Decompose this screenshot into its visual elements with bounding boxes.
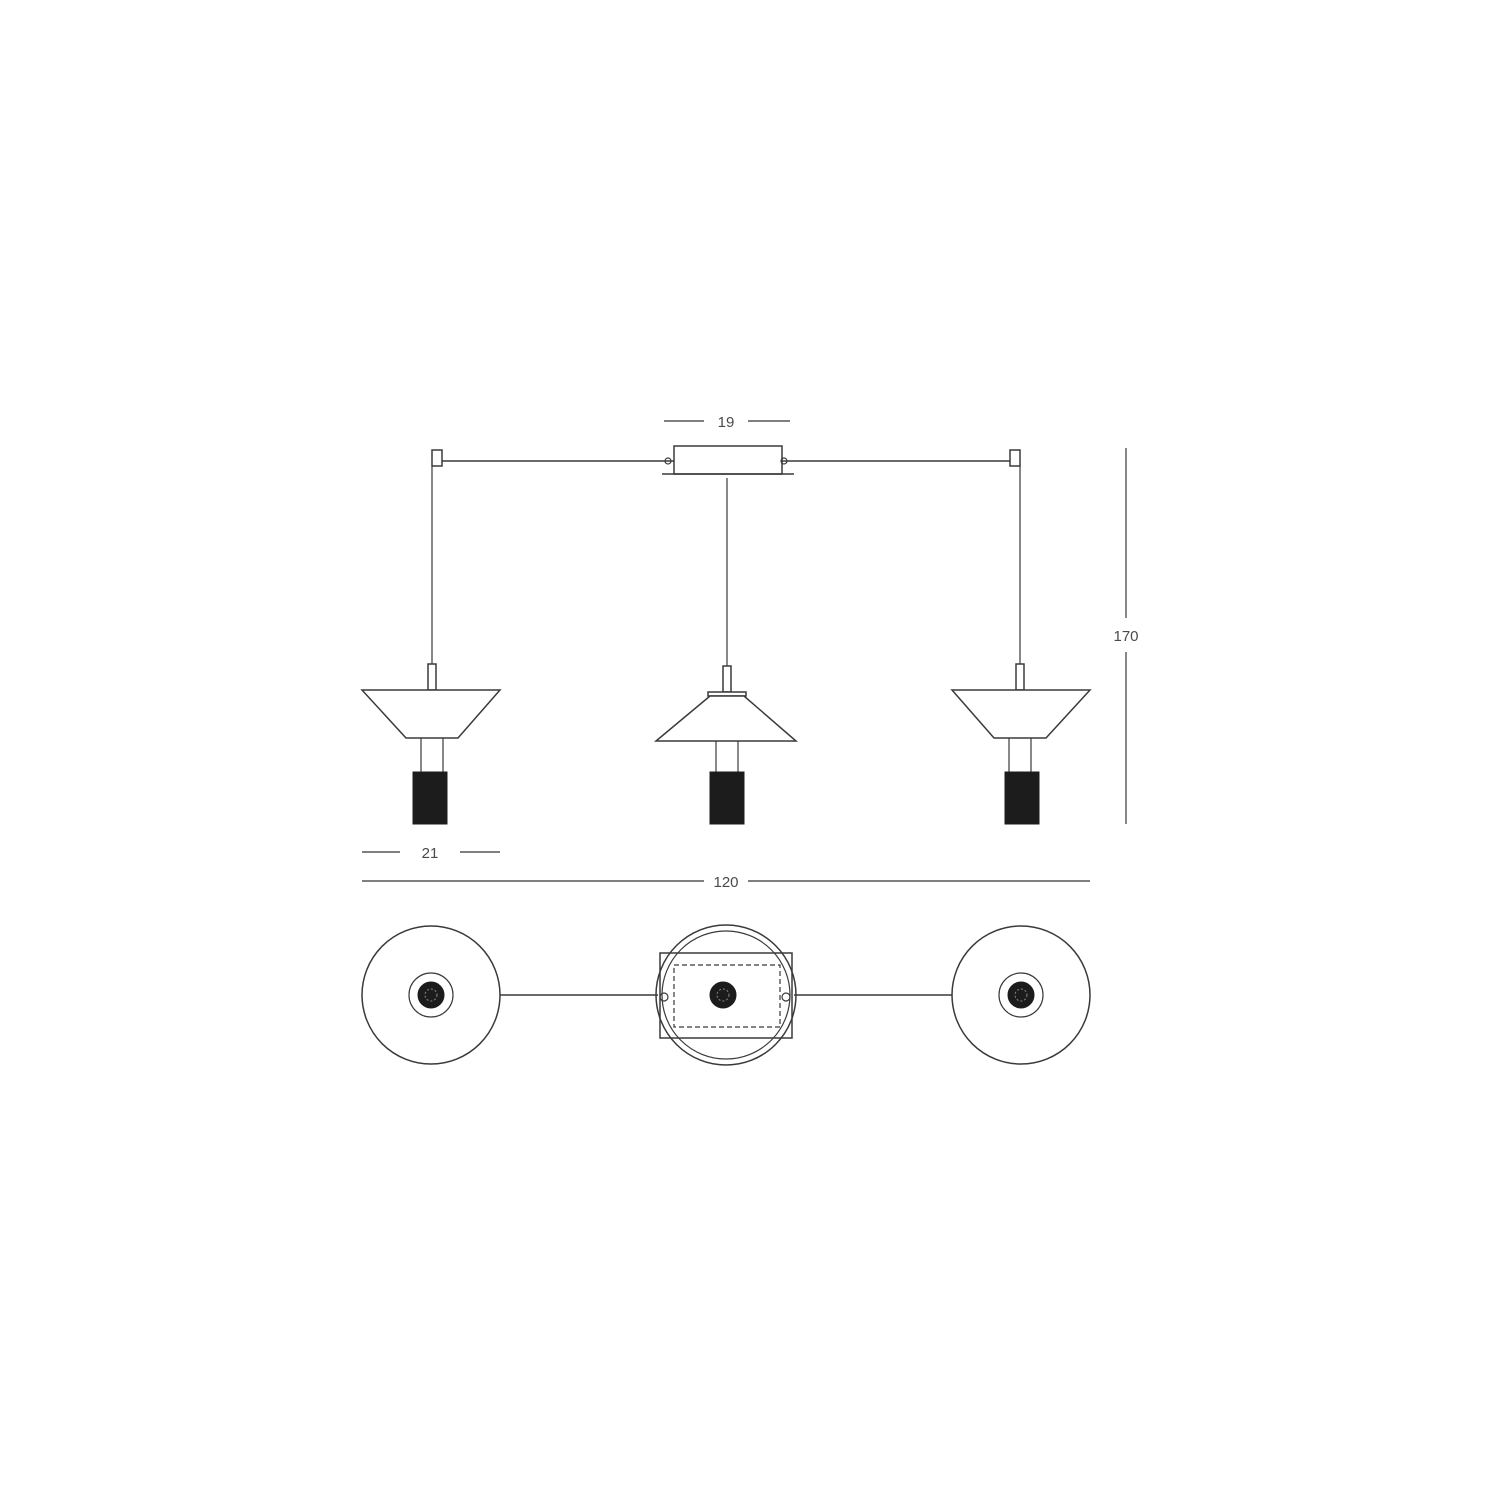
top-view-left-shade [361, 925, 501, 1065]
right-pendant-shade [950, 689, 1092, 739]
right-end-bracket [1009, 449, 1021, 467]
left-pendant [360, 466, 502, 825]
canopy-screw-right [780, 457, 788, 465]
total-width-label: 120 [713, 874, 738, 891]
ceiling-canopy [673, 445, 783, 475]
left-pendant-stem [427, 663, 437, 691]
dimension-canopy-width: 19 [664, 414, 790, 431]
top-view [361, 924, 1091, 1066]
center-pendant-stem [722, 665, 732, 693]
canopy-screw-left [664, 457, 672, 465]
center-pendant-socket [709, 771, 745, 825]
left-pendant-shade [360, 689, 502, 739]
front-view [360, 445, 1092, 825]
canopy-width-label: 19 [718, 414, 735, 431]
center-pendant-shade [653, 695, 799, 742]
shade-diameter-label: 21 [422, 845, 439, 862]
total-height-label: 170 [1113, 628, 1138, 645]
right-pendant [950, 466, 1092, 825]
center-pendant [653, 478, 799, 825]
right-pendant-stem [1015, 663, 1025, 691]
dimension-total-width: 120 [362, 874, 1090, 891]
top-view-canopy [655, 924, 797, 1066]
top-view-right-shade [951, 925, 1091, 1065]
dimension-total-height: 170 [1113, 448, 1139, 824]
right-pendant-socket [1004, 771, 1040, 825]
dimension-shade-diameter: 21 [362, 845, 500, 862]
left-pendant-socket [412, 771, 448, 825]
left-end-bracket [431, 449, 443, 467]
